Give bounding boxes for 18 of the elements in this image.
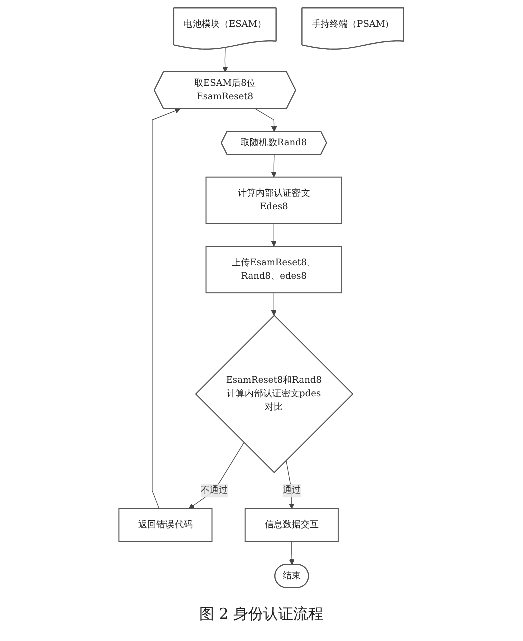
arrow (255, 108, 278, 132)
edge-label: 不通过 (201, 484, 228, 496)
arrow (152, 108, 181, 509)
node-box (244, 508, 339, 542)
node-box (118, 508, 213, 542)
arrow (188, 442, 244, 509)
edge-label: 通过 (282, 484, 301, 496)
node-box (206, 246, 342, 294)
flowchart: 不通过 通过 电池模块（ESAM） 手持终端（PSAM） 返回错误代码 取ESAM后8位EsamReset8 取随机数Rand8 计算内部认证密文Edes8 上传EsamReset8、Rand8、edes8 EsamReset8和Rand8计算内部认证密文pdes对比 信息数据交互 结束 (114, 2, 410, 592)
node-diamond (195, 314, 354, 473)
arrow (222, 47, 228, 72)
arrow (271, 292, 277, 316)
node-box (206, 176, 342, 224)
caption: 图 2 身份认证流程 (199, 605, 324, 624)
arrow (286, 460, 295, 509)
arrow (271, 154, 277, 178)
arrow (289, 541, 295, 565)
arrow (271, 223, 277, 246)
